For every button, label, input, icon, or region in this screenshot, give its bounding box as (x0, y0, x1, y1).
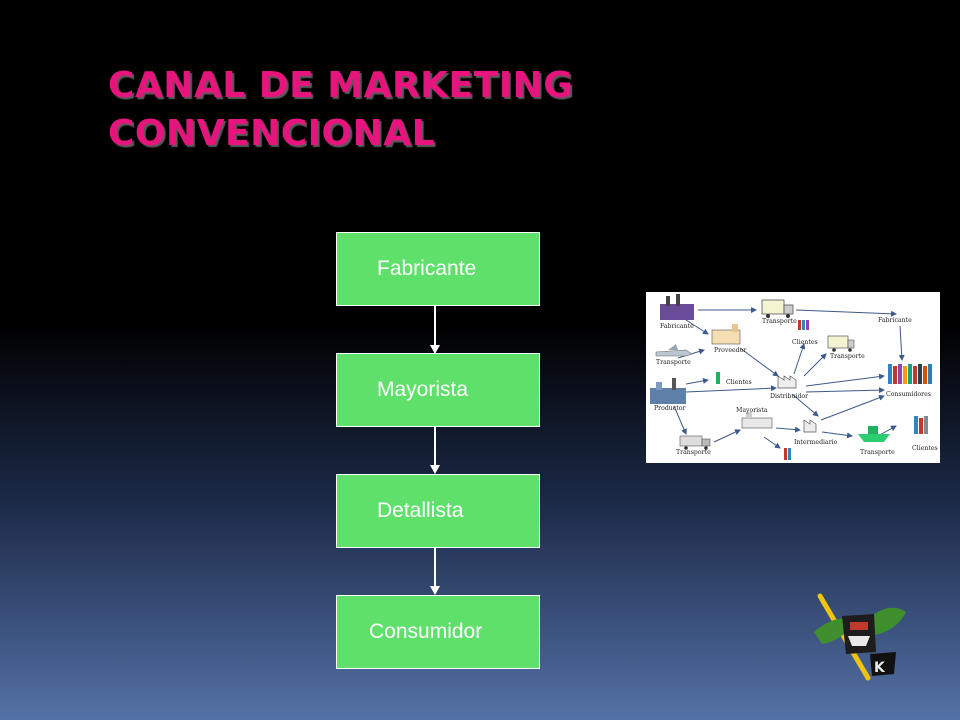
title-line-1: CANAL DE MARKETING (108, 65, 574, 106)
label-consumidores: Consumidores (886, 391, 931, 398)
supplier-icon (711, 324, 741, 345)
label-proveedor: Proveedor (714, 347, 746, 354)
truck-icon (761, 299, 794, 318)
label-transporte-bottom-left: Transporte (676, 449, 711, 456)
flow-box-detallista: Detallista (336, 474, 540, 548)
label-clientes-mid: Clientes (726, 379, 752, 386)
label-fabricante-left: Fabricante (660, 323, 694, 330)
slide-title: CANAL DE MARKETING CONVENCIONAL (108, 62, 573, 158)
label-clientes-bottom: Clientes (912, 445, 938, 452)
decorative-logo: K (808, 592, 918, 682)
svg-text:K: K (874, 660, 886, 676)
network-diagram-svg: Fabricante Transporte Fabricante Transpo… (650, 294, 938, 460)
flow-arrow-2 (430, 427, 440, 474)
label-transporte-left: Transporte (656, 359, 691, 366)
flow-box-consumidor: Consumidor (336, 595, 540, 669)
distribution-network-diagram: Fabricante Transporte Fabricante Transpo… (646, 292, 940, 463)
airplane-icon (655, 344, 693, 357)
flow-box-fabricante: Fabricante (336, 232, 540, 306)
label-clientes-top: Clientes (792, 339, 818, 346)
producer-icon (650, 378, 686, 404)
distributor-icon (777, 375, 797, 389)
factory-icon (660, 294, 694, 320)
flow-box-mayorista: Mayorista (336, 353, 540, 427)
ship-icon (858, 426, 890, 442)
label-transporte-bottom-right: Transporte (860, 449, 895, 456)
flow-arrow-1 (430, 306, 440, 354)
title-line-2: CONVENCIONAL (108, 113, 436, 154)
flow-box-label: Consumidor (369, 620, 483, 643)
label-intermediario: Intermediario (794, 439, 838, 446)
flow-arrow-3 (430, 548, 440, 595)
label-productor: Productor (654, 405, 685, 412)
label-transporte-mid: Transporte (830, 353, 865, 360)
flow-box-label: Detallista (377, 499, 464, 522)
label-transporte-top: Transporte (762, 318, 797, 325)
label-mayorista: Mayorista (736, 407, 768, 414)
flow-box-label: Fabricante (377, 257, 477, 280)
label-distribuidor: Distribuidor (770, 393, 808, 400)
flow-box-label: Mayorista (377, 378, 469, 401)
label-fabricante-right: Fabricante (878, 317, 912, 324)
